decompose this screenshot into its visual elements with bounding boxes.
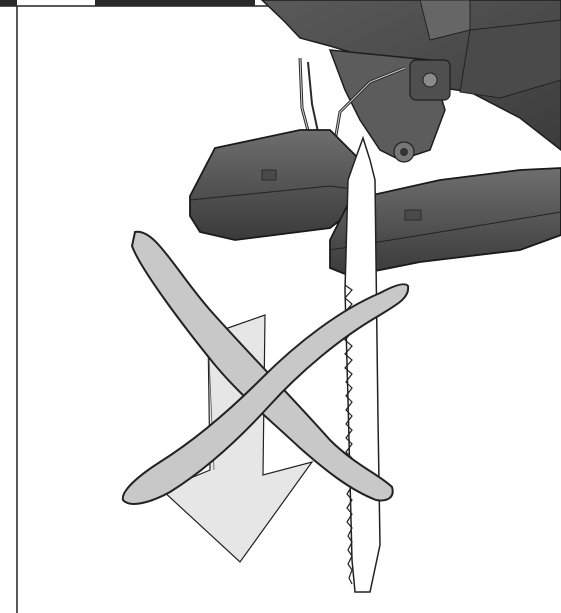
jigsaw-icon <box>189 0 561 277</box>
saw-blade-icon <box>344 135 381 593</box>
prohibited-cross-icon <box>121 230 410 505</box>
